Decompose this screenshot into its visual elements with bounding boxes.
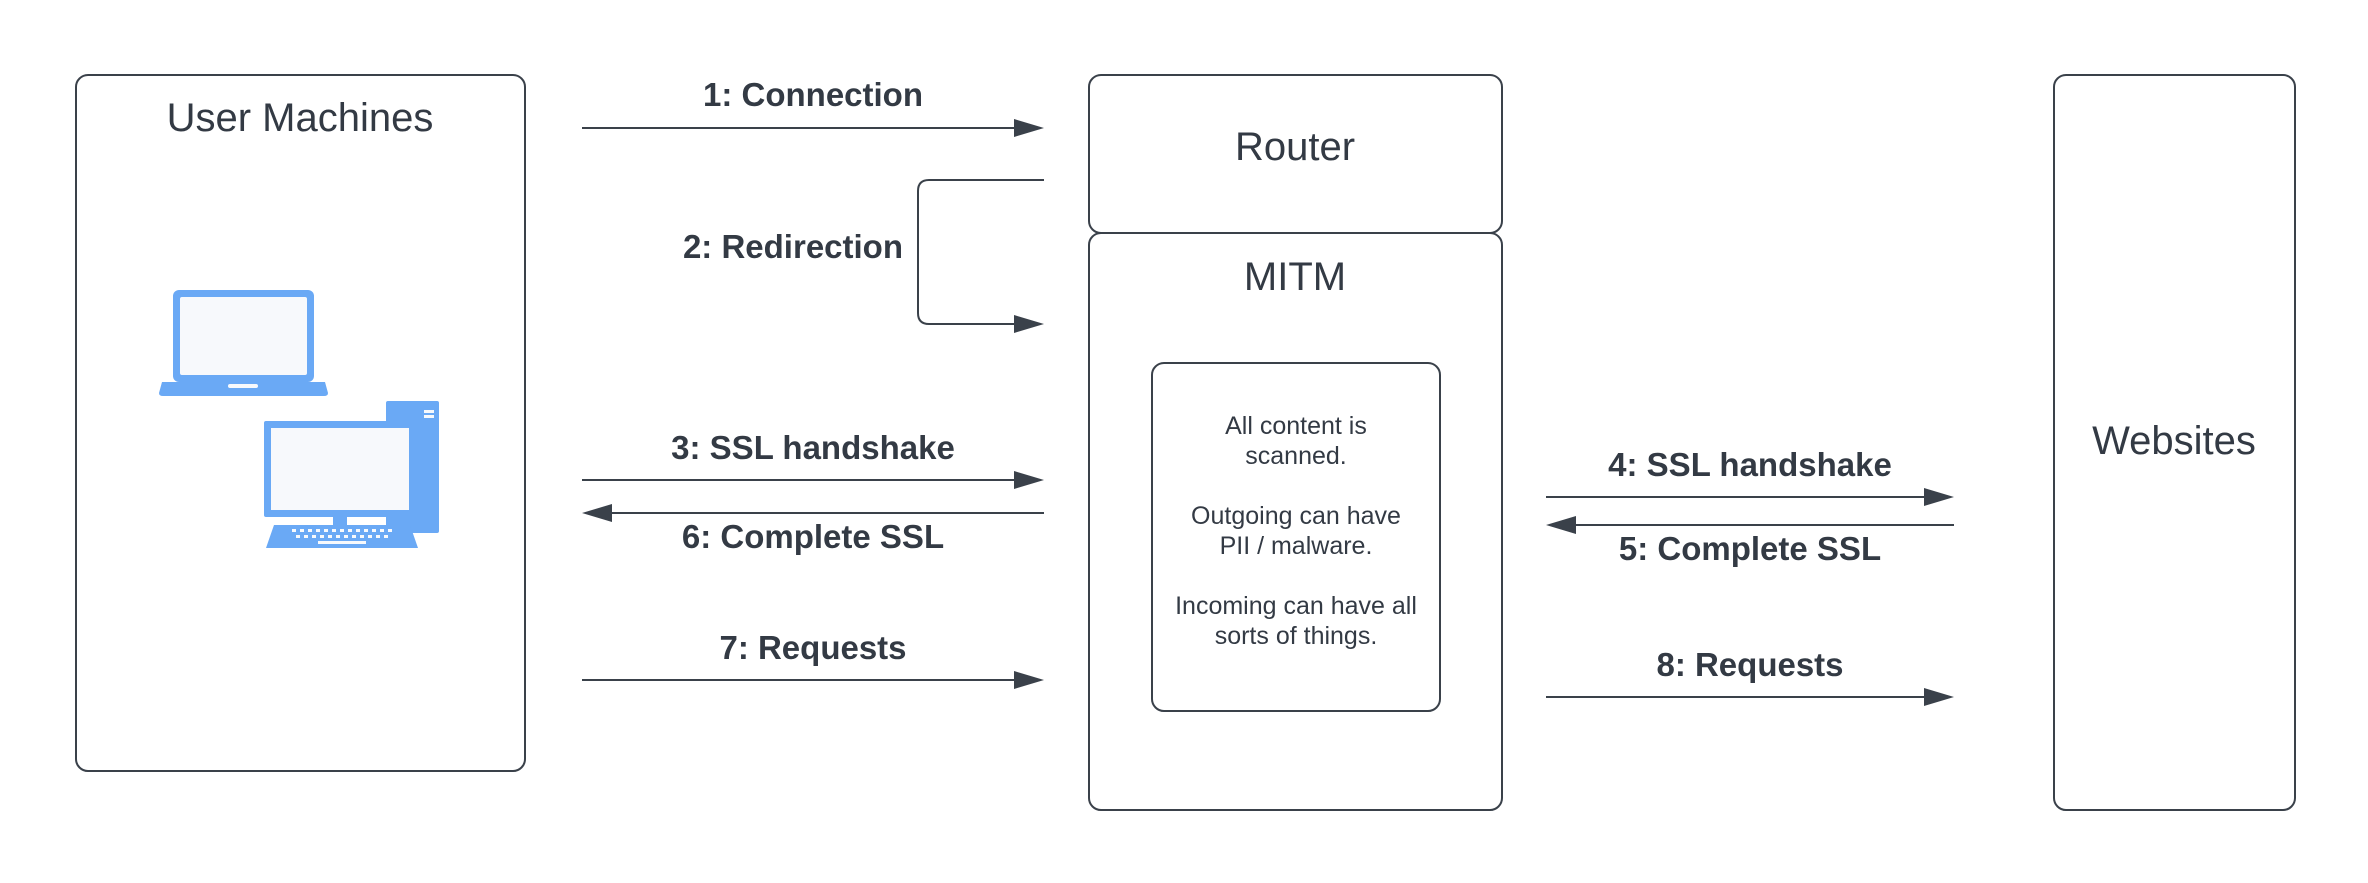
mitm-title: MITM [1244, 255, 1346, 299]
mitm-note-line-1: All content is [1225, 412, 1367, 440]
websites-title: Websites [2092, 419, 2256, 463]
desktop-computer-icon [264, 401, 439, 548]
step-7-label: 7: Requests [719, 629, 906, 666]
step-8-label: 8: Requests [1656, 646, 1843, 683]
step-5-complete-ssl-arrow [1546, 516, 1954, 534]
step-1-label: 1: Connection [703, 76, 923, 113]
step-6-complete-ssl-arrow [582, 504, 1044, 522]
step-2-label: 2: Redirection [683, 228, 903, 265]
router-box: Router [1088, 74, 1503, 234]
mitm-note-line-6: sorts of things. [1215, 622, 1378, 650]
step-1-connection-arrow [582, 119, 1044, 137]
mitm-note-line-2: scanned. [1245, 442, 1346, 470]
step-3-ssl-handshake-arrow [582, 471, 1044, 489]
websites-box: Websites [2053, 74, 2296, 811]
mitm-note-line-3: Outgoing can have [1191, 502, 1401, 530]
step-2-redirection-arrow [917, 179, 1044, 333]
mitm-note-box: All content is scanned. Outgoing can hav… [1151, 362, 1441, 712]
router-title: Router [1235, 125, 1355, 169]
step-6-label: 6: Complete SSL [682, 518, 944, 555]
step-7-requests-arrow [582, 671, 1044, 689]
mitm-note-line-4: PII / malware. [1220, 532, 1373, 560]
step-4-label: 4: SSL handshake [1608, 446, 1892, 483]
laptop-icon [159, 290, 328, 396]
step-4-ssl-handshake-arrow [1546, 488, 1954, 506]
user-machines-title: User Machines [167, 96, 434, 140]
mitm-note-line-5: Incoming can have all [1175, 592, 1417, 620]
step-8-requests-arrow [1546, 688, 1954, 706]
step-5-label: 5: Complete SSL [1619, 530, 1881, 567]
step-3-label: 3: SSL handshake [671, 429, 955, 466]
